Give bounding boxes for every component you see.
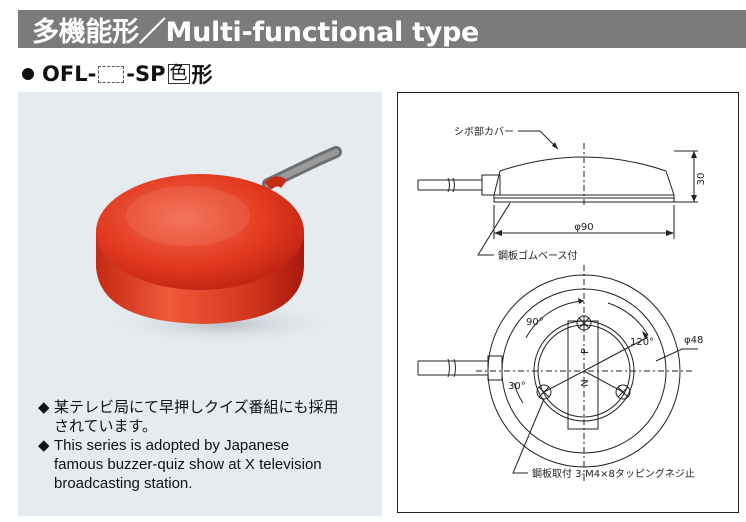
base-label: 鋼板ゴムベース付 [498,249,578,262]
diamond-bullet-icon: ◆ [38,399,50,416]
model-shape-char: 形 [191,63,213,87]
description-en: ◆ This series is adopted by Japanese fam… [38,436,364,493]
technical-drawing: シボ部カバー 30 φ90 鋼板ゴムベース付 90° 120° 30° φ48 … [417,125,707,481]
cover-label: シボ部カバー [454,125,514,138]
model-prefix: OFL- [42,62,97,86]
angle-120-label: 120° [630,337,654,348]
terminal-p-label: P [580,348,591,354]
model-blank-box [98,65,125,83]
diameter-dimension: φ90 [574,222,593,233]
description-en-line2: famous buzzer-quiz show at X television [54,456,322,473]
buzzer-switch-photo [96,146,343,346]
diamond-bullet-icon: ◆ [38,437,50,454]
bullet-icon [22,68,34,80]
angle-30-label: 30° [508,381,526,392]
product-photo-panel: ◆ 某テレビ局にて早押しクイズ番組にも採用 されています。 ◆ This ser… [18,92,382,516]
section-title: 多機能形／Multi-functional type [32,16,480,48]
terminal-n-label: N [580,379,591,386]
description-en-line3: broadcasting station. [54,475,193,492]
description-en-line1: This series is adopted by Japanese [54,437,290,454]
pcd-dimension: φ48 [684,335,703,346]
height-dimension: 30 [696,173,707,186]
model-suffix: -SP [126,62,166,86]
angle-90-label: 90° [526,317,544,328]
color-code-box: 色 [167,63,190,84]
technical-drawing-frame: シボ部カバー 30 φ90 鋼板ゴムベース付 90° 120° 30° φ48 … [397,92,739,513]
model-number-line: OFL- -SP 色 形 [22,60,213,88]
description-jp-line1: 某テレビ局にて早押しクイズ番組にも採用 [54,399,339,416]
description-jp-line2: されています。 [54,418,158,435]
mount-label: 鋼板取付 3-M4×8タッピングネジ止 [532,467,695,480]
cover-top-outline [499,156,667,172]
description-block: ◆ 某テレビ局にて早押しクイズ番組にも採用 されています。 ◆ This ser… [38,398,364,493]
section-title-bar: 多機能形／Multi-functional type [18,10,746,48]
description-jp: ◆ 某テレビ局にて早押しクイズ番組にも採用 されています。 [38,398,364,436]
